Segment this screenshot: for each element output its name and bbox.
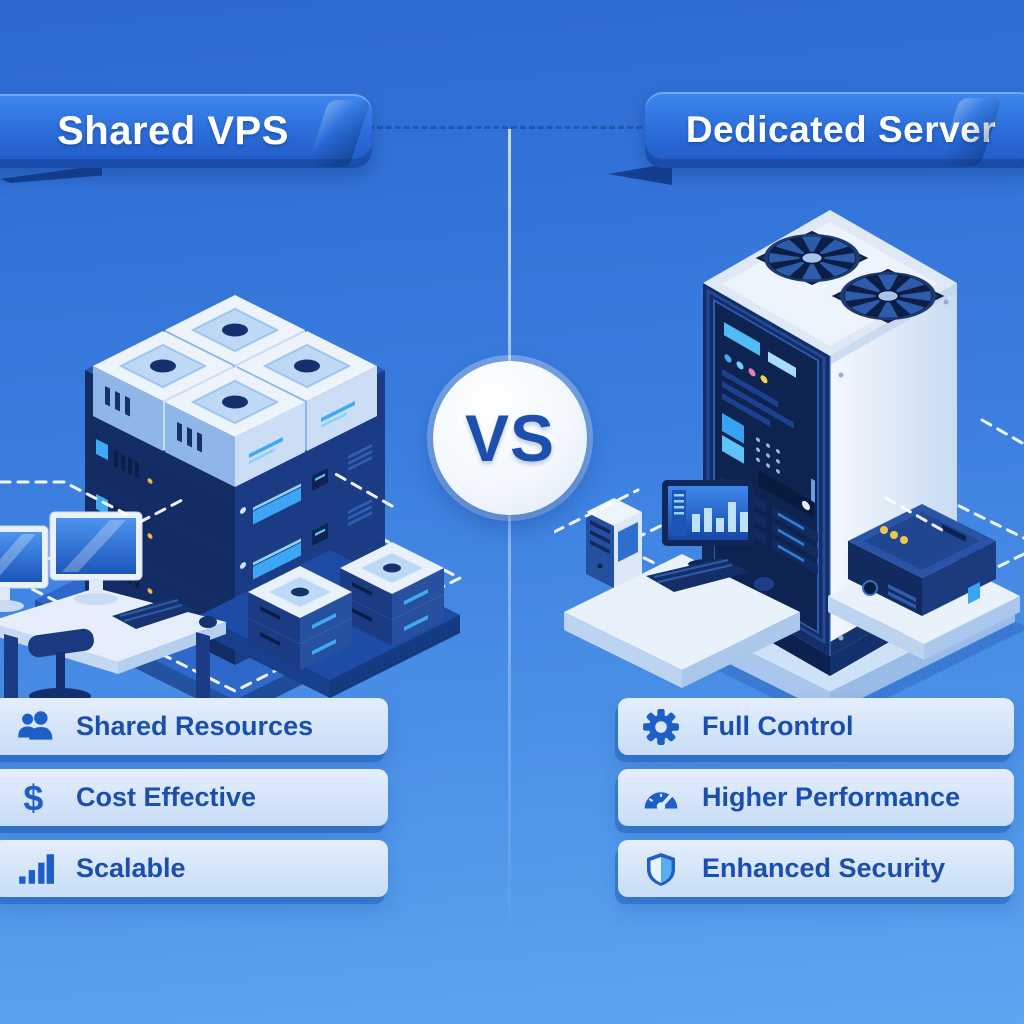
top-dashed-connector <box>368 126 642 129</box>
dedicated-server-illustration <box>554 210 1024 720</box>
feature-row-scalable: Scalable <box>0 840 388 897</box>
feature-list-right: Full Control Higher Performance Enhanced… <box>618 698 1014 911</box>
server-front-panel <box>706 288 826 645</box>
workstation-desk <box>0 511 226 710</box>
dashed-connectors <box>554 418 1024 534</box>
feature-label: Higher Performance <box>702 782 961 812</box>
bar-chart-icon <box>19 853 54 884</box>
network-appliance <box>828 504 1020 660</box>
feature-row-cost-effective: $ Cost Effective <box>0 769 388 826</box>
svg-text:$: $ <box>23 780 43 816</box>
office-chair <box>28 628 94 706</box>
vs-label: VS <box>464 401 556 475</box>
shield-icon <box>647 852 675 886</box>
feature-label: Enhanced Security <box>702 853 946 883</box>
dashed-connectors <box>0 470 394 524</box>
feature-label: Cost Effective <box>76 782 257 812</box>
vs-badge: VS <box>433 361 587 515</box>
feature-row-full-control: Full Control <box>618 698 1014 755</box>
ribbon-fold <box>307 100 371 167</box>
feature-label: Shared Resources <box>76 711 314 741</box>
feature-list-left: Shared Resources $ Cost Effective Scalab… <box>0 698 388 911</box>
speedometer-icon <box>644 791 678 811</box>
feature-label: Scalable <box>76 853 186 883</box>
mini-server-stacks <box>200 542 460 698</box>
monitor-main <box>49 511 143 605</box>
cooling-fans <box>755 230 945 324</box>
people-icon <box>18 710 53 740</box>
feature-row-shared-resources: Shared Resources <box>0 698 388 755</box>
feature-row-higher-performance: Higher Performance <box>618 769 1014 826</box>
right-banner-title: Dedicated Server <box>685 109 997 150</box>
left-banner-title: Shared VPS <box>57 108 289 153</box>
feature-row-enhanced-security: Enhanced Security <box>618 840 1014 897</box>
pc-tower <box>586 498 642 588</box>
center-divider <box>508 129 511 944</box>
shared-vps-illustration <box>0 294 464 718</box>
gear-icon <box>643 708 679 745</box>
right-banner: Dedicated Server <box>645 92 1024 168</box>
feature-label: Full Control <box>702 711 854 741</box>
dedicated-server-tower <box>703 210 957 676</box>
dollar-icon: $ <box>23 780 43 816</box>
left-banner: Shared VPS <box>0 94 372 168</box>
monitor-with-chart <box>662 480 754 569</box>
monitor-left <box>0 525 49 612</box>
admin-workstation <box>564 480 800 688</box>
